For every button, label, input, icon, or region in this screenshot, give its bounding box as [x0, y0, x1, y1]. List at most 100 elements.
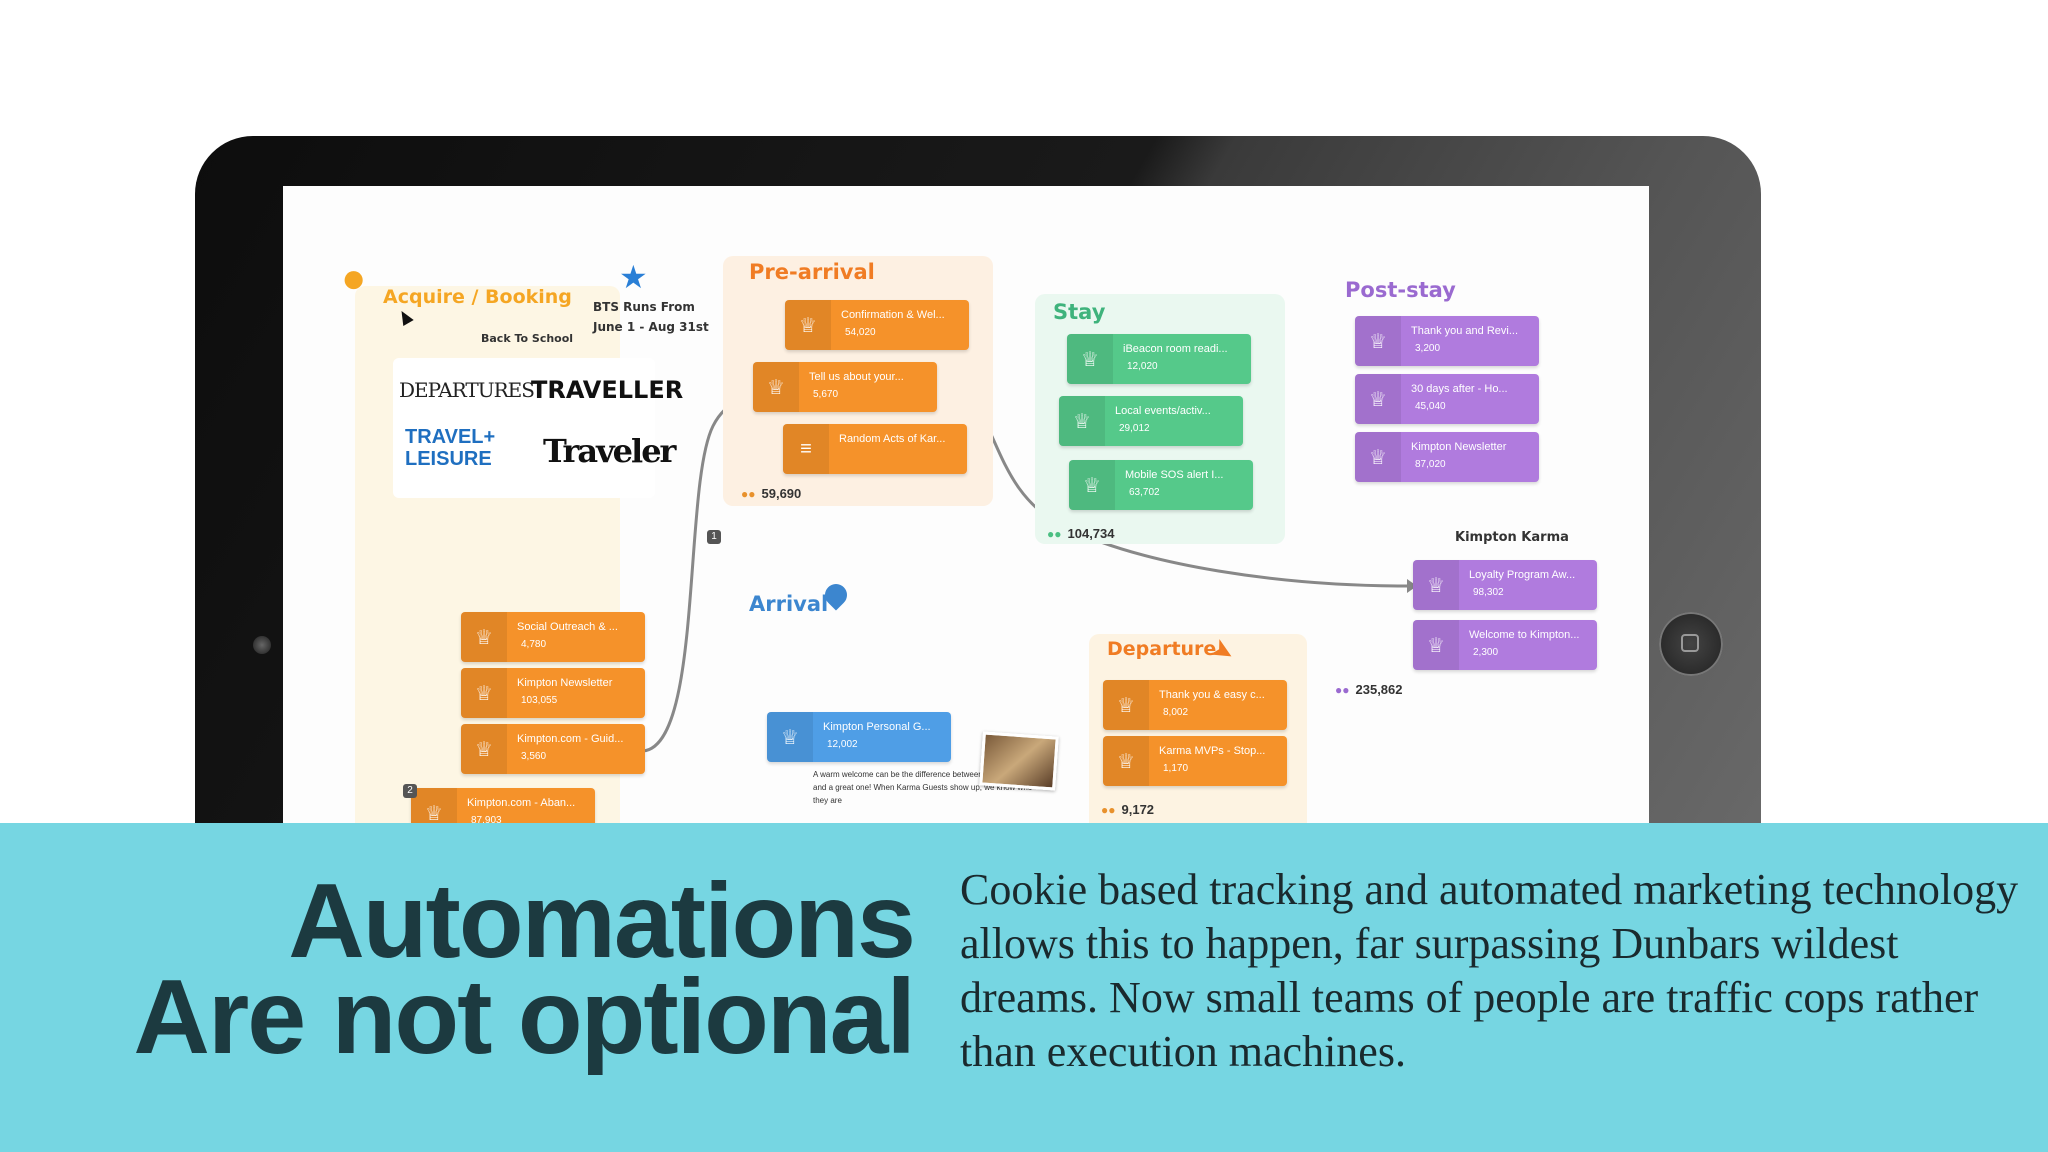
stay-title: Stay	[1053, 300, 1106, 324]
poststay-title: Post-stay	[1345, 278, 1456, 302]
node-label: Kimpton Personal G...	[823, 721, 931, 733]
node-count: 5,670	[813, 389, 839, 400]
trophy-icon: ♕	[1413, 620, 1459, 670]
departure-total-value: 9,172	[1121, 802, 1155, 817]
bts-note-line2: June 1 - Aug 31st	[593, 320, 709, 334]
node-count: 29,012	[1119, 423, 1150, 434]
people-icon: ●●	[1047, 527, 1062, 541]
trophy-icon: ♕	[1103, 736, 1149, 786]
node-mobile-sos[interactable]: ♕ Mobile SOS alert I... 63,702	[1069, 460, 1253, 510]
node-poststay-newsletter[interactable]: ♕ Kimpton Newsletter 87,020	[1355, 432, 1539, 482]
node-local-events[interactable]: ♕ Local events/activ... 29,012	[1059, 396, 1243, 446]
node-count: 4,780	[521, 639, 547, 650]
node-label: Confirmation & Wel...	[841, 309, 945, 321]
trophy-icon: ♕	[1413, 560, 1459, 610]
node-confirmation[interactable]: ♕ Confirmation & Wel... 54,020	[785, 300, 969, 350]
body-text: Cookie based tracking and automated mark…	[960, 865, 2019, 1076]
trophy-icon: ♕	[461, 724, 507, 774]
node-label: Welcome to Kimpton...	[1469, 629, 1580, 641]
node-count: 103,055	[521, 695, 558, 706]
trophy-icon: ♕	[461, 612, 507, 662]
star-icon: ★	[619, 259, 648, 295]
karma-total: ●● 235,862	[1335, 682, 1403, 697]
node-thank-you-review[interactable]: ♕ Thank you and Revi... 3,200	[1355, 316, 1539, 366]
node-count: 1,170	[1163, 763, 1189, 774]
node-ibeacon[interactable]: ♕ iBeacon room readi... 12,020	[1067, 334, 1251, 384]
connector-arrowhead	[1407, 579, 1417, 593]
node-kimpton-guide[interactable]: ♕ Kimpton.com - Guid... 3,560	[461, 724, 645, 774]
node-random-acts[interactable]: ≡ Random Acts of Kar...	[783, 424, 967, 474]
node-loyalty-program[interactable]: ♕ Loyalty Program Aw... 98,302	[1413, 560, 1597, 610]
headline: Automations Are not optional	[133, 862, 916, 1076]
node-tell-us[interactable]: ♕ Tell us about your... 5,670	[753, 362, 937, 412]
node-count: 63,702	[1129, 487, 1160, 498]
split-icon: ≡	[783, 424, 829, 474]
trophy-icon: ♕	[1067, 334, 1113, 384]
acquire-title: Acquire / Booking	[383, 286, 572, 308]
karma-title: Kimpton Karma	[1455, 530, 1569, 545]
node-count: 54,020	[845, 327, 876, 338]
node-label: Tell us about your...	[809, 371, 904, 383]
karma-total-value: 235,862	[1355, 682, 1403, 697]
trophy-icon: ♕	[753, 362, 799, 412]
node-kimpton-personal[interactable]: ♕ Kimpton Personal G... 12,002	[767, 712, 951, 762]
node-social-outreach[interactable]: ♕ Social Outreach & ... 4,780	[461, 612, 645, 662]
logo-departures: DEPARTURES	[399, 378, 535, 402]
trophy-icon: ♕	[1355, 374, 1401, 424]
arrival-photo	[979, 731, 1059, 791]
trophy-icon: ♕	[1059, 396, 1105, 446]
node-label: Random Acts of Kar...	[839, 433, 946, 445]
node-label: Kimpton Newsletter	[517, 677, 613, 689]
node-label: Mobile SOS alert I...	[1125, 469, 1224, 481]
people-icon: ●●	[1335, 683, 1350, 697]
trophy-icon: ♕	[1355, 316, 1401, 366]
prearrival-title: Pre-arrival	[749, 260, 875, 284]
node-welcome-kimpton[interactable]: ♕ Welcome to Kimpton... 2,300	[1413, 620, 1597, 670]
node-label: Kimpton.com - Guid...	[517, 733, 624, 745]
trophy-icon: ♕	[461, 668, 507, 718]
node-thank-you-checkout[interactable]: ♕ Thank you & easy c... 8,002	[1103, 680, 1287, 730]
node-count: 98,302	[1473, 587, 1504, 598]
node-count: 3,560	[521, 751, 547, 762]
node-label: Thank you & easy c...	[1159, 689, 1265, 701]
trophy-icon: ♕	[1103, 680, 1149, 730]
node-label: Loyalty Program Aw...	[1469, 569, 1576, 581]
logo-traveler: Traveler	[543, 432, 676, 470]
departure-title: Departure	[1107, 638, 1217, 660]
stay-total-value: 104,734	[1067, 526, 1115, 541]
arrival-note: A warm welcome can be the difference bet…	[813, 770, 1033, 805]
node-label: Karma MVPs - Stop...	[1159, 745, 1266, 757]
node-count: 45,040	[1415, 401, 1446, 412]
node-count: 8,002	[1163, 707, 1189, 718]
prearrival-total: ●●59,690	[741, 486, 801, 501]
caption-banner: Automations Are not optional Cookie base…	[0, 823, 2048, 1152]
home-button[interactable]	[1659, 612, 1723, 676]
trophy-icon: ♕	[1069, 460, 1115, 510]
logo-travel-leisure: TRAVEL+ LEISURE	[405, 426, 496, 470]
node-label: Thank you and Revi...	[1411, 325, 1519, 337]
headline-line1: Automations	[288, 862, 916, 980]
departure-total: ●● 9,172	[1101, 802, 1154, 817]
journey-canvas: ● Acquire / Booking Back To School ★ BTS…	[283, 186, 1649, 886]
badge-2: 2	[403, 784, 417, 798]
node-label: Local events/activ...	[1115, 405, 1211, 417]
node-count: 12,002	[827, 739, 858, 750]
tablet-frame: ● Acquire / Booking Back To School ★ BTS…	[195, 136, 1761, 896]
people-icon: ●	[341, 254, 367, 301]
trophy-icon: ♕	[785, 300, 831, 350]
node-label: Social Outreach & ...	[517, 621, 618, 633]
node-karma-mvps[interactable]: ♕ Karma MVPs - Stop... 1,170	[1103, 736, 1287, 786]
node-label: iBeacon room readi...	[1123, 343, 1228, 355]
node-count: 87,020	[1415, 459, 1446, 470]
headline-line2: Are not optional	[133, 958, 916, 1076]
node-label: Kimpton.com - Aban...	[467, 797, 576, 809]
trophy-icon: ♕	[767, 712, 813, 762]
node-30-days-after[interactable]: ♕ 30 days after - Ho... 45,040	[1355, 374, 1539, 424]
bts-note-line1: BTS Runs From	[593, 300, 695, 314]
node-kimpton-newsletter[interactable]: ♕ Kimpton Newsletter 103,055	[461, 668, 645, 718]
press-logos: DEPARTURES TRAVELLER TRAVEL+ LEISURE Tra…	[393, 358, 683, 498]
people-icon: ●●	[1101, 803, 1116, 817]
node-label: 30 days after - Ho...	[1411, 383, 1508, 395]
trophy-icon: ♕	[1355, 432, 1401, 482]
node-label: Kimpton Newsletter	[1411, 441, 1507, 453]
